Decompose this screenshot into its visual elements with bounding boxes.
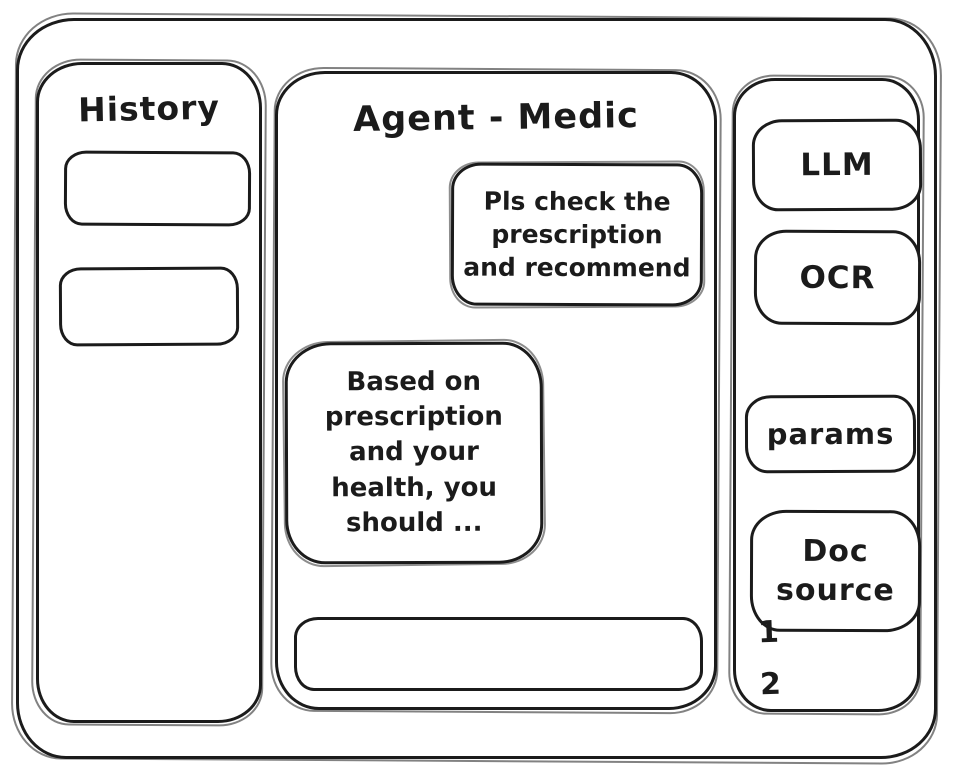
chat-panel: Agent - Medic Pls check the prescription… bbox=[275, 71, 717, 710]
params-button[interactable]: params bbox=[744, 394, 917, 474]
doc-source-item-2[interactable]: 2 bbox=[759, 666, 782, 703]
history-item-slot-1[interactable] bbox=[63, 150, 252, 227]
chat-title: Agent - Medic bbox=[352, 96, 640, 140]
ocr-button[interactable]: OCR bbox=[753, 229, 922, 326]
llm-button[interactable]: LLM bbox=[751, 118, 923, 212]
chat-input[interactable] bbox=[294, 617, 703, 691]
tools-panel: LLM OCR params Doc source 1 2 bbox=[733, 78, 923, 712]
agent-message-bubble: Based on prescription and your health, y… bbox=[284, 341, 544, 565]
doc-source-item-1[interactable]: 1 bbox=[757, 614, 780, 651]
history-title: History bbox=[77, 87, 221, 130]
history-item-slot-2[interactable] bbox=[58, 266, 240, 347]
user-message-bubble: Pls check the prescription and recommend bbox=[450, 162, 704, 307]
history-panel: History bbox=[36, 62, 262, 723]
